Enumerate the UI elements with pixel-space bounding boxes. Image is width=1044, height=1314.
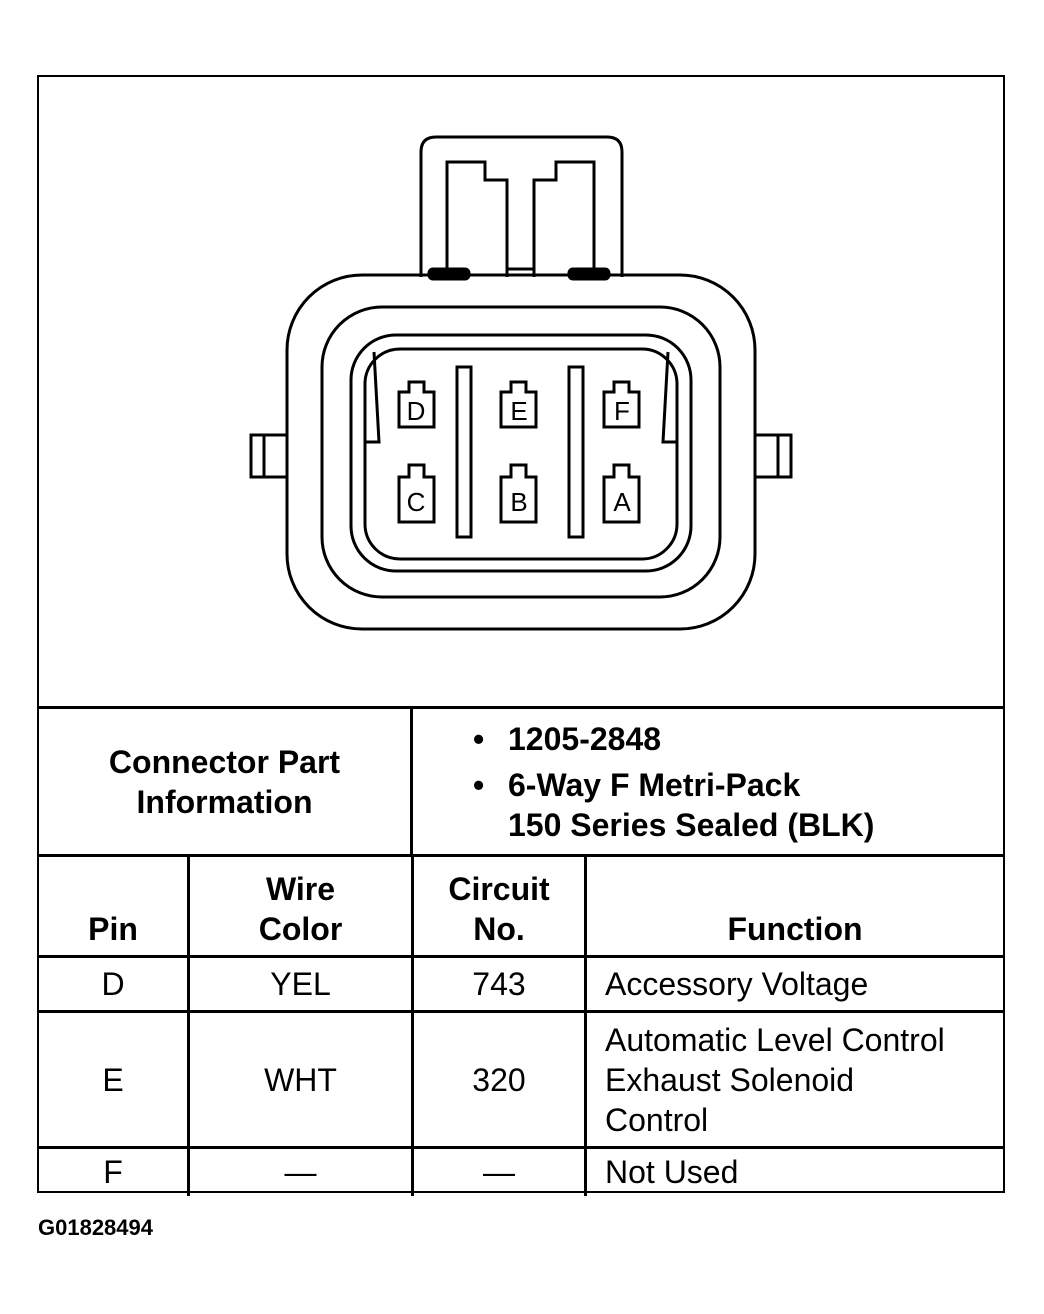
housing-seal	[320, 305, 722, 599]
table-row: D YEL 743 Accessory Voltage	[39, 955, 1003, 1012]
pin-label-top-3: F	[614, 396, 630, 426]
housing-outer	[285, 273, 757, 631]
latch-outer	[419, 135, 624, 277]
row-pin: F	[39, 1146, 190, 1196]
row-pin: E	[39, 1010, 190, 1148]
table-row: E WHT 320 Automatic Level Control Exhaus…	[39, 1010, 1003, 1148]
row-circuit: 743	[412, 955, 587, 1012]
pin-label-top-2: E	[510, 396, 527, 426]
figure-frame: D E F C B A Connector Part Information •…	[37, 75, 1005, 1196]
pin-table: Pin Wire Color Circuit No. Function D YE…	[39, 854, 1003, 1196]
pin-label-bottom-1: C	[407, 487, 426, 517]
row-color: YEL	[188, 955, 414, 1012]
header-circuit: Circuit No.	[412, 854, 587, 957]
row-function: Automatic Level Control Exhaust Solenoid…	[585, 1010, 1003, 1148]
row-color: WHT	[188, 1010, 414, 1148]
header-pin: Pin	[39, 854, 190, 957]
connector-diagram: D E F C B A	[39, 77, 1003, 706]
row-function: Accessory Voltage	[585, 955, 1003, 1012]
pin-label-bottom-2: B	[510, 487, 527, 517]
connector-face-drawing: D E F C B A	[249, 135, 793, 631]
row-circuit: 320	[412, 1010, 587, 1148]
pin-label-bottom-3: A	[613, 487, 631, 517]
connector-info-table: Connector Part Information •1205-2848 •6…	[39, 706, 1003, 854]
row-function: Not Used	[585, 1146, 1003, 1196]
part-number: •1205-2848	[473, 720, 662, 757]
connector-info-label: Connector Part Information	[39, 706, 413, 854]
row-circuit: —	[412, 1146, 587, 1196]
row-pin: D	[39, 955, 190, 1012]
figure-id: G01828494	[38, 1215, 153, 1240]
header-wire-color: Wire Color	[188, 854, 414, 957]
pin-label-top-1: D	[407, 396, 426, 426]
table-row: F — — Not Used	[39, 1146, 1003, 1196]
header-function: Function	[585, 854, 1003, 957]
row-color: —	[188, 1146, 414, 1196]
